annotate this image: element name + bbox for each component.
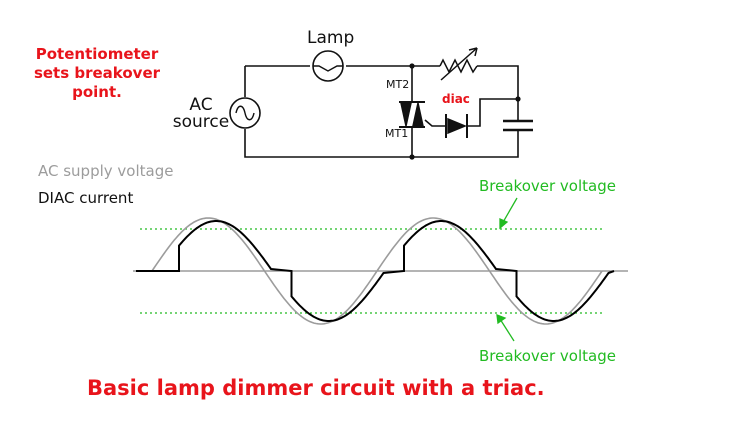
diac-current-wave [136,220,615,322]
circuit-schematic [244,65,533,158]
diac-icon [445,114,468,138]
junction-dot [409,154,415,160]
legend-supply-voltage: AC supply voltage [38,162,174,180]
ac-source-label: AC source [172,97,230,131]
breakover-arrow-lower [496,314,515,342]
potentiometer-note: Potentiometer sets breakover point. [18,45,176,102]
figure-caption: Basic lamp dimmer circuit with a triac. [87,376,545,400]
top-wire [245,65,519,99]
mt2-label: MT2 [386,78,410,91]
source-label-line: source [172,112,230,132]
note-line: point. [72,83,122,101]
right-wire [412,131,519,158]
note-line: sets breakover [33,64,161,82]
breakover-label-lower: Breakover voltage [479,347,616,365]
mt1-label: MT1 [385,127,409,140]
note-line: Potentiometer [35,45,159,63]
ac-source-icon [229,97,261,129]
lamp-label: Lamp [307,28,355,48]
junction-dot [515,96,521,102]
ac-supply-voltage-wave [151,217,603,325]
legend-diac-current: DIAC current [38,189,134,207]
diac-label: diac [442,92,470,106]
left-wire [244,66,412,158]
junction-dot [409,63,415,69]
potentiometer-icon [439,47,478,81]
diac-wire [424,98,518,127]
waveform-plot [133,197,628,342]
breakover-label-upper: Breakover voltage [479,177,616,195]
triac-icon [399,101,425,128]
source-label-line: AC [189,95,213,115]
breakover-arrow-upper [499,197,518,230]
lamp-icon [312,50,344,82]
